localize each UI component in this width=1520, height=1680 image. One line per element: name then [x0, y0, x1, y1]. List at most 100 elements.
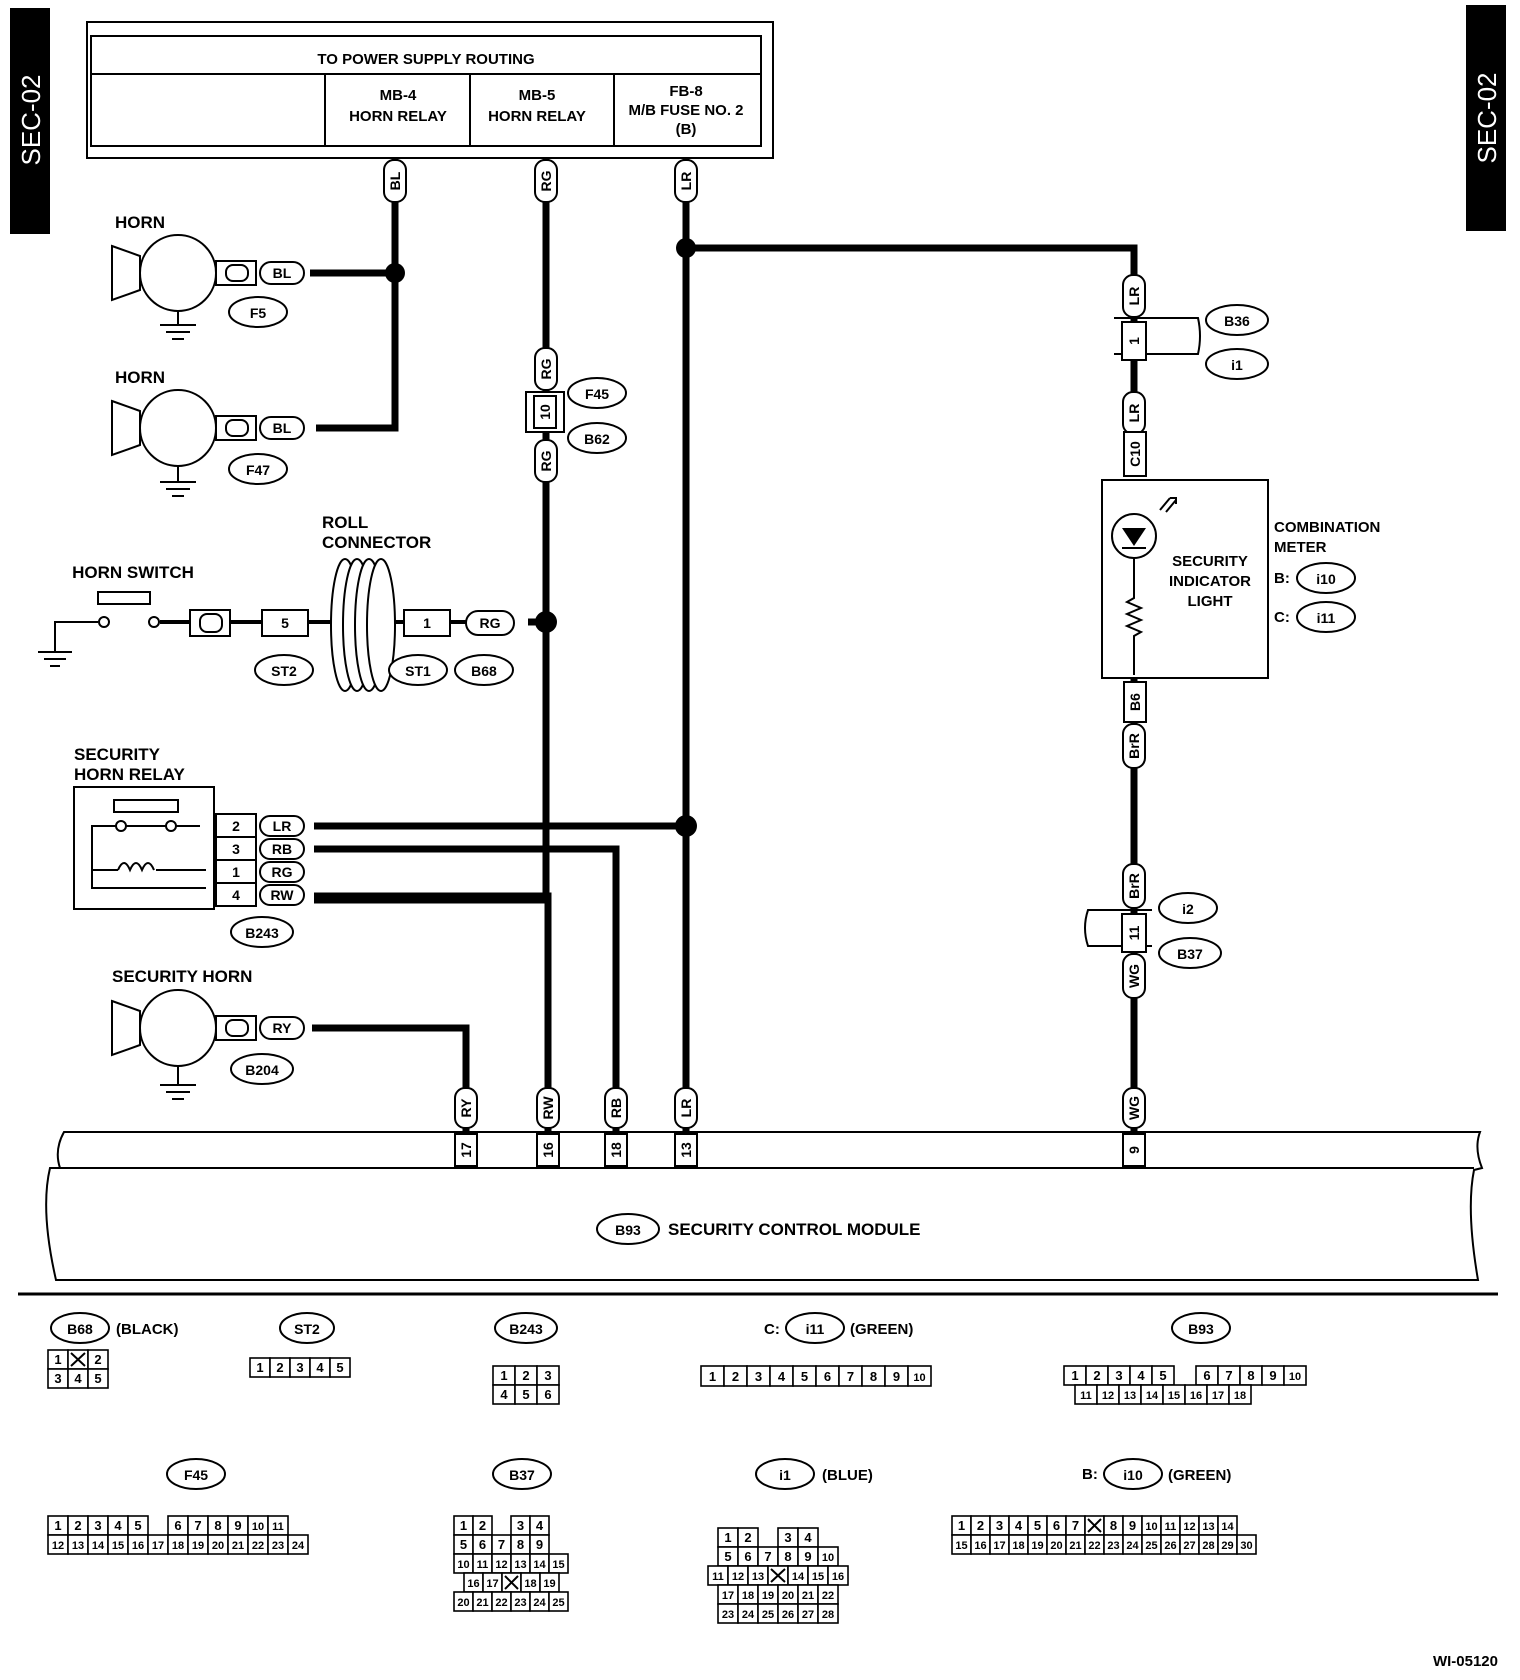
legend-pin-number: 6	[744, 1549, 751, 1564]
svg-text:HORN RELAY: HORN RELAY	[488, 108, 586, 125]
legend-pin-number: 25	[762, 1609, 774, 1621]
svg-text:CONNECTOR: CONNECTOR	[322, 533, 431, 552]
svg-text:MB-4: MB-4	[380, 87, 417, 104]
legend-pin-number: 16	[132, 1540, 144, 1552]
legend-pin-number: 11	[477, 1559, 489, 1571]
legend-pin-number: 14	[533, 1559, 546, 1571]
legend-pin-number: 9	[1129, 1518, 1136, 1533]
legend-pin-number: 9	[234, 1518, 241, 1533]
svg-text:BL: BL	[273, 420, 292, 436]
svg-text:SECURITY: SECURITY	[74, 745, 161, 764]
legend-pin-number: 12	[495, 1559, 507, 1571]
legend-pin-number: 29	[1221, 1540, 1233, 1552]
legend-pin-number: 21	[232, 1540, 244, 1552]
svg-text:B37: B37	[509, 1467, 535, 1483]
svg-text:(GREEN): (GREEN)	[850, 1321, 913, 1338]
svg-text:RY: RY	[273, 1020, 293, 1036]
svg-text:i2: i2	[1182, 901, 1194, 917]
legend-pin-number: 12	[52, 1540, 64, 1552]
svg-text:LR: LR	[1126, 287, 1142, 306]
legend-pin-number: 1	[709, 1369, 716, 1384]
legend-pin-number: 2	[1093, 1368, 1100, 1383]
svg-text:BL: BL	[387, 171, 403, 190]
legend-pin-number: 9	[893, 1369, 900, 1384]
svg-text:ST2: ST2	[294, 1321, 320, 1337]
legend-pin-number: 10	[913, 1372, 925, 1384]
svg-text:13: 13	[678, 1142, 694, 1158]
legend-pin-number: 19	[1031, 1540, 1043, 1552]
legend-pin-number: 5	[1159, 1368, 1166, 1383]
connector-f47: F47	[246, 462, 270, 478]
legend-pin-number: 13	[514, 1559, 526, 1571]
svg-text:HORN RELAY: HORN RELAY	[74, 765, 185, 784]
legend-pin-number: 3	[755, 1369, 762, 1384]
svg-text:B243: B243	[509, 1321, 543, 1337]
legend-pin-number: 7	[194, 1518, 201, 1533]
svg-text:i10: i10	[1123, 1467, 1143, 1483]
legend-pin-number: 23	[514, 1597, 526, 1609]
section-tag-left: SEC-02	[10, 8, 50, 234]
svg-text:RB: RB	[272, 841, 292, 857]
svg-text:WG: WG	[1126, 1096, 1142, 1120]
legend-pin-number: 16	[467, 1578, 479, 1590]
legend-pin-number: 11	[272, 1521, 284, 1533]
svg-text:B204: B204	[245, 1062, 279, 1078]
legend-pin-number: 13	[1124, 1390, 1136, 1402]
svg-text:RW: RW	[270, 887, 294, 903]
svg-text:SEC-02: SEC-02	[16, 74, 46, 165]
legend-pin-number: 3	[544, 1368, 551, 1383]
legend-pin-number: 8	[1247, 1368, 1254, 1383]
legend-pin-number: 1	[54, 1518, 61, 1533]
legend-pin-number: 12	[1102, 1390, 1114, 1402]
svg-text:COMBINATION: COMBINATION	[1274, 519, 1380, 536]
legend-pin-number: 1	[724, 1530, 731, 1545]
svg-text:3: 3	[232, 841, 240, 857]
legend-pin-number: 4	[1015, 1518, 1023, 1533]
security-control-module: B93 SECURITY CONTROL MODULE	[45, 1131, 1484, 1281]
legend-pin-cell	[1283, 1365, 1307, 1386]
security-horn: SECURITY HORN RY B204	[111, 967, 305, 1100]
legend-pin-number: 6	[1203, 1368, 1210, 1383]
legend-pin-number: 18	[524, 1578, 536, 1590]
legend-pin-number: 12	[732, 1571, 744, 1583]
legend-pin-number: 25	[1145, 1540, 1157, 1552]
svg-text:BrR: BrR	[1126, 733, 1142, 759]
svg-text:LR: LR	[1126, 404, 1142, 423]
svg-text:i10: i10	[1316, 571, 1336, 587]
svg-text:M/B FUSE NO. 2: M/B FUSE NO. 2	[628, 102, 743, 119]
legend-pin-number: 22	[1088, 1540, 1100, 1552]
legend-pin-number: 19	[543, 1578, 555, 1590]
svg-text:MB-5: MB-5	[519, 87, 556, 104]
legend-pin-number: 14	[92, 1540, 105, 1552]
legend-pin-number: 3	[996, 1518, 1003, 1533]
svg-text:(BLUE): (BLUE)	[822, 1467, 873, 1484]
legend-pin-number: 3	[517, 1518, 524, 1533]
legend-pin-number: 9	[536, 1537, 543, 1552]
svg-text:B37: B37	[1177, 946, 1203, 962]
legend-pin-number: 26	[782, 1609, 794, 1621]
legend-pin-number: 5	[94, 1371, 101, 1386]
legend-pin-number: 6	[479, 1537, 486, 1552]
legend-pin-number: 19	[762, 1590, 774, 1602]
legend-pin-cell	[1228, 1384, 1252, 1405]
legend-pin-number: 6	[544, 1387, 551, 1402]
legend-pin-number: 16	[1190, 1390, 1202, 1402]
svg-text:ST2: ST2	[271, 663, 297, 679]
legend-pin-number: 4	[114, 1518, 122, 1533]
legend-pin-number: 11	[712, 1571, 724, 1583]
svg-text:RY: RY	[458, 1098, 474, 1118]
legend-pin-cell	[548, 1591, 569, 1612]
legend-pin-number: 7	[847, 1369, 854, 1384]
legend-pin-number: 23	[1107, 1540, 1119, 1552]
power-supply-header: TO POWER SUPPLY ROUTING MB-4 HORN RELAY …	[86, 21, 774, 159]
legend-pin-number: 2	[732, 1369, 739, 1384]
legend-pin-number: 11	[1080, 1390, 1092, 1402]
legend-pin-blank	[70, 1352, 86, 1367]
